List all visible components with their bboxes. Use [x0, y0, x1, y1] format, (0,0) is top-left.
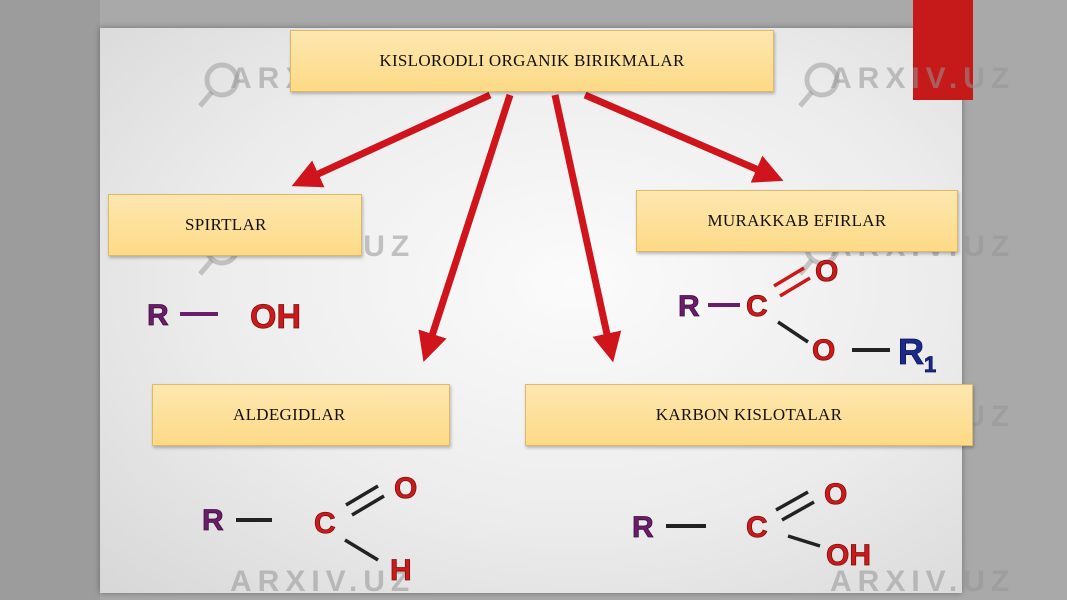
double-bond-line — [781, 500, 815, 522]
formula-c: C — [314, 507, 336, 540]
category-box-karbon-kislotalar: KARBON KISLOTALAR — [525, 384, 973, 446]
single-bond — [787, 534, 821, 548]
formula-c: C — [746, 511, 768, 544]
watermark-magnifier-icon — [798, 62, 840, 108]
formula-r: R — [202, 504, 224, 537]
single-bond — [344, 538, 379, 562]
watermark-magnifier-icon — [198, 62, 240, 108]
watermark-text: ARXIV.UZ — [230, 565, 416, 598]
single-bond — [777, 320, 809, 344]
double-bond-line — [345, 484, 379, 507]
category-box-aldegidlar: ALDEGIDLAR — [152, 384, 450, 446]
formula-o-double: O — [815, 255, 838, 288]
arrow-to-karbon-kislotalar — [551, 94, 622, 363]
formula-r1: R1 — [898, 331, 936, 377]
page-title: KISLORODLI ORGANIK BIRIKMALAR — [379, 51, 685, 70]
formula-spirt: R OH — [147, 298, 302, 337]
formula-o: O — [394, 472, 417, 505]
arrow-to-spirtlar — [291, 91, 492, 188]
title-box: KISLORODLI ORGANIK BIRIKMALAR — [290, 30, 774, 92]
double-bond-line — [775, 490, 809, 512]
formula-o-single: O — [812, 334, 835, 367]
formula-r: R — [678, 290, 700, 323]
category-box-spirtlar: SPIRTLAR — [108, 194, 362, 256]
category-label-aldegidlar: ALDEGIDLAR — [233, 405, 346, 424]
category-label-spirtlar: SPIRTLAR — [185, 215, 267, 234]
formula-oh: OH — [826, 539, 871, 572]
category-box-murakkab-efirlar: MURAKKAB EFIRLAR — [636, 190, 958, 252]
watermark-text: ARXIV.UZ — [830, 565, 1016, 598]
formula-oh: OH — [250, 298, 301, 336]
arrow-to-aldegidlar — [418, 93, 514, 362]
formula-r: R — [632, 511, 654, 544]
double-bond-line — [779, 276, 811, 298]
formula-o: O — [824, 478, 847, 511]
formula-aldegid: R C O H — [202, 472, 418, 588]
double-bond-line — [773, 266, 805, 288]
double-bond-line — [351, 494, 385, 517]
slide-background — [100, 28, 962, 593]
left-frame — [0, 0, 100, 600]
arrow-to-murakkab-efirlar — [583, 91, 784, 183]
formula-efir: R C O O R1 — [678, 255, 937, 378]
category-label-karbon-kislotalar: KARBON KISLOTALAR — [655, 405, 843, 424]
formula-h: H — [390, 554, 412, 587]
formula-c: C — [746, 290, 768, 323]
corner-accent-bar — [913, 0, 973, 100]
formula-r: R — [147, 299, 169, 332]
formula-kislota: R C O OH — [632, 478, 872, 573]
category-label-murakkab-efirlar: MURAKKAB EFIRLAR — [707, 211, 887, 230]
watermark-text: ARXIV.UZ — [830, 62, 1016, 95]
